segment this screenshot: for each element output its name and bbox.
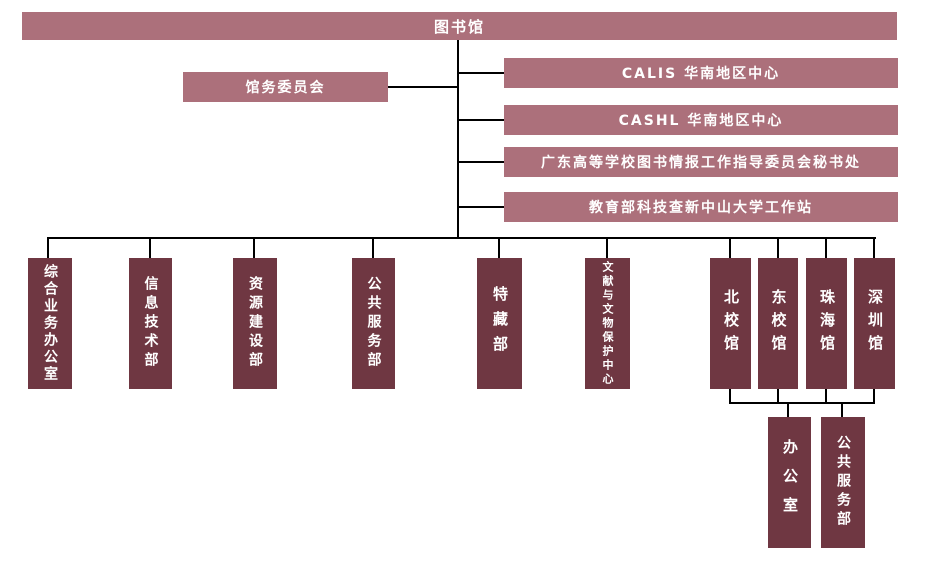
department-drop-line	[729, 237, 731, 258]
org-node-label: 资源建设部	[247, 276, 263, 371]
sub-department-drop-line	[841, 402, 843, 418]
department-drop-line	[47, 237, 49, 258]
org-node-north-campus-library: 北校馆	[710, 258, 751, 389]
org-node-it-department: 信息技术部	[129, 258, 172, 389]
campus-down-line	[873, 389, 875, 404]
org-node-guangdong-secretariat: 广东高等学校图书情报工作指导委员会秘书处	[504, 147, 898, 177]
org-node-label: 公共服务部	[835, 435, 851, 530]
department-drop-line	[777, 237, 779, 258]
org-node-label: 公共服务部	[365, 276, 382, 371]
org-node-committee: 馆务委员会	[183, 72, 388, 102]
org-node-library: 图书馆	[22, 12, 897, 40]
org-node-label: 教育部科技查新中山大学工作站	[589, 200, 813, 216]
trunk-line	[457, 40, 459, 238]
department-drop-line	[372, 237, 374, 258]
org-node-label: CALIS 华南地区中心	[621, 66, 781, 82]
org-node-label: 综合业务办公室	[42, 264, 58, 383]
org-node-label: 广东高等学校图书情报工作指导委员会秘书处	[541, 155, 861, 171]
org-node-label: 馆务委员会	[245, 80, 326, 96]
committee-connector-line	[388, 86, 458, 88]
org-node-campus-office: 办公室	[768, 417, 811, 548]
org-node-preservation-center: 文献与文物保护中心	[585, 258, 630, 389]
department-drop-line	[149, 237, 151, 258]
org-node-calis-center: CALIS 华南地区中心	[504, 58, 898, 88]
org-node-east-campus-library: 东校馆	[758, 258, 798, 389]
sub-department-drop-line	[787, 402, 789, 418]
org-node-shenzhen-library: 深圳馆	[854, 258, 895, 389]
org-node-public-service: 公共服务部	[352, 258, 395, 389]
campus-down-line	[777, 389, 779, 404]
center-connector-line	[459, 161, 504, 163]
department-drop-line	[606, 237, 608, 258]
org-node-label: CASHL 华南地区中心	[618, 113, 784, 129]
campus-down-line	[825, 389, 827, 404]
org-node-cashl-center: CASHL 华南地区中心	[504, 105, 898, 135]
department-drop-line	[825, 237, 827, 258]
org-node-label: 东校馆	[769, 289, 788, 358]
center-connector-line	[459, 206, 504, 208]
org-node-label: 特藏部	[491, 286, 509, 361]
center-connector-line	[459, 72, 504, 74]
org-node-resource-development: 资源建设部	[233, 258, 277, 389]
campus-down-line	[729, 389, 731, 404]
org-node-label: 图书馆	[433, 17, 485, 36]
org-node-special-collections: 特藏部	[477, 258, 522, 389]
org-node-label: 文献与文物保护中心	[601, 260, 614, 387]
center-connector-line	[459, 119, 504, 121]
org-node-label: 信息技术部	[142, 276, 159, 371]
campus-bus-line	[729, 402, 875, 404]
org-node-general-office: 综合业务办公室	[28, 258, 72, 389]
departments-bus-line	[48, 237, 876, 239]
department-drop-line	[498, 237, 500, 258]
org-node-label: 珠海馆	[818, 289, 836, 358]
org-node-label: 深圳馆	[866, 289, 884, 358]
org-node-label: 北校馆	[722, 289, 740, 358]
org-node-zhuhai-library: 珠海馆	[806, 258, 847, 389]
department-drop-line	[873, 237, 875, 258]
department-drop-line	[253, 237, 255, 258]
org-node-moe-workstation: 教育部科技查新中山大学工作站	[504, 192, 898, 222]
org-node-campus-public-service: 公共服务部	[821, 417, 865, 548]
org-node-label: 办公室	[781, 439, 799, 526]
